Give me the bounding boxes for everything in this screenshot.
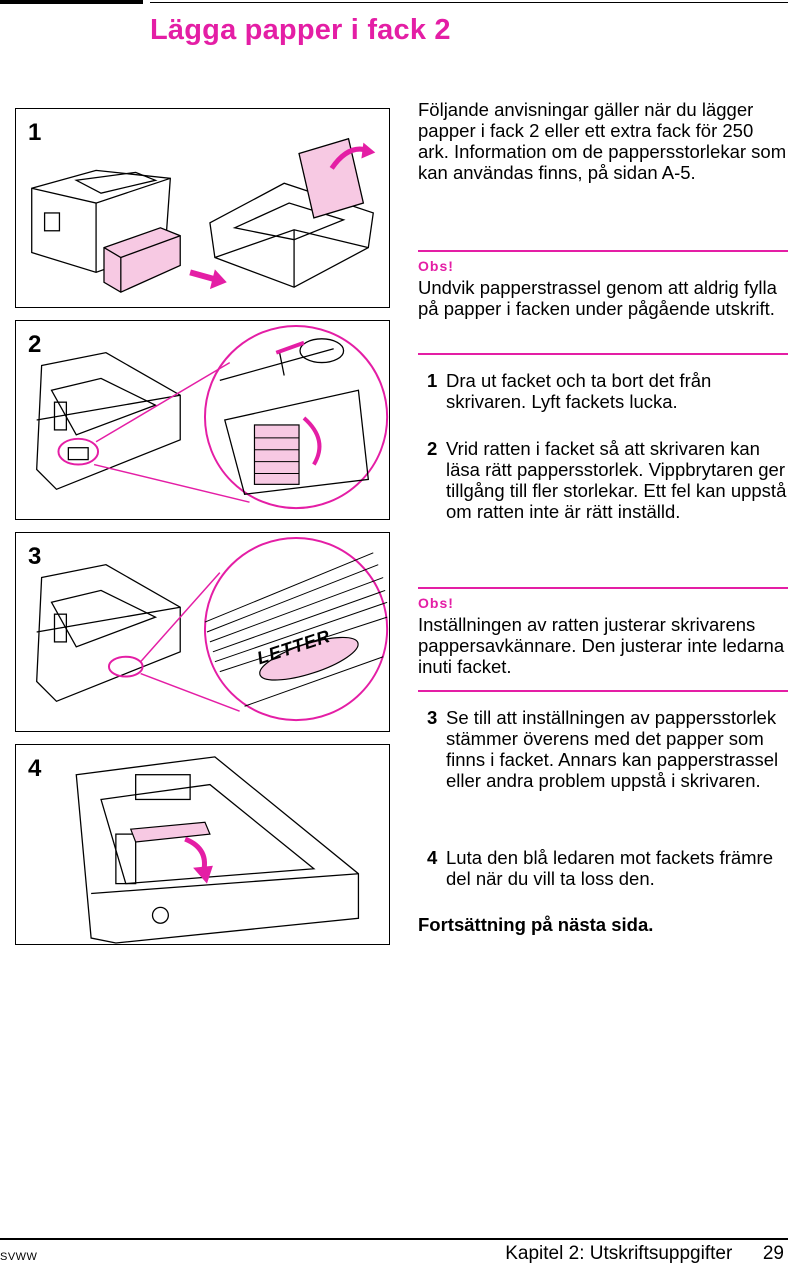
step-item: 1 Dra ut facket och ta bort det från skr… xyxy=(427,370,788,412)
note-text: Inställningen av ratten justerar skrivar… xyxy=(418,614,785,677)
figure-1: 1 xyxy=(15,108,390,308)
step-number: 3 xyxy=(427,707,438,728)
footer-chapter-title: Kapitel 2: Utskriftsuppgifter xyxy=(505,1243,733,1264)
footer-rule xyxy=(0,1238,788,1240)
figure-number: 4 xyxy=(28,755,42,782)
tray-letter-setting-illustration xyxy=(36,536,389,722)
intro-text: Följande anvisningar gäller när du lägge… xyxy=(418,99,788,183)
header-rule-thin xyxy=(150,2,788,3)
step-number: 1 xyxy=(427,370,438,391)
step-item: 4 Luta den blå ledaren mot fackets främr… xyxy=(427,847,788,889)
figure-number: 2 xyxy=(28,331,42,358)
step-item: 3 Se till att inställningen av pappersst… xyxy=(427,707,788,791)
step-text: Vrid ratten i facket så att skrivaren ka… xyxy=(446,438,787,522)
figure-3: 3 LETTER xyxy=(15,532,390,732)
note-2: Obs! Inställningen av ratten justerar sk… xyxy=(418,593,788,677)
note-label: Obs! xyxy=(418,595,454,611)
figure-number: 3 xyxy=(28,543,42,570)
step-number: 4 xyxy=(427,847,438,868)
note-rule-top xyxy=(418,250,788,252)
step-text: Luta den blå ledaren mot fackets främre … xyxy=(446,847,774,889)
note-rule-bottom xyxy=(418,690,788,692)
header-rule-thick xyxy=(0,0,143,4)
intro-paragraph: Följande anvisningar gäller när du lägge… xyxy=(418,99,787,183)
step-number: 2 xyxy=(427,438,438,459)
figure-2: 2 xyxy=(15,320,390,520)
footer-code: SVWW xyxy=(0,1251,38,1263)
figure-4: 4 xyxy=(15,744,390,945)
step-item: 2 Vrid ratten i facket så att skrivaren … xyxy=(427,438,788,522)
tray-guide-illustration xyxy=(75,756,360,944)
note-text: Undvik papperstrassel genom att aldrig f… xyxy=(418,277,777,319)
step-text: Se till att inställningen av pappersstor… xyxy=(446,707,779,791)
note-rule-top xyxy=(418,587,788,589)
figure-number: 1 xyxy=(28,119,42,146)
page-number: 29 xyxy=(762,1243,784,1264)
step-text: Dra ut facket och ta bort det från skriv… xyxy=(446,370,712,412)
page-title: Lägga papper i fack 2 xyxy=(150,14,451,46)
printer-tray-illustration xyxy=(31,137,376,293)
note-1: Obs! Undvik papperstrassel genom att ald… xyxy=(418,256,788,319)
continue-note: Fortsättning på nästa sida. xyxy=(418,914,654,935)
tray-dial-illustration xyxy=(36,324,389,510)
note-rule-bottom xyxy=(418,353,788,355)
note-label: Obs! xyxy=(418,258,454,274)
footer-chapter: Kapitel 2: Utskriftsuppgifter 29 xyxy=(505,1243,784,1265)
